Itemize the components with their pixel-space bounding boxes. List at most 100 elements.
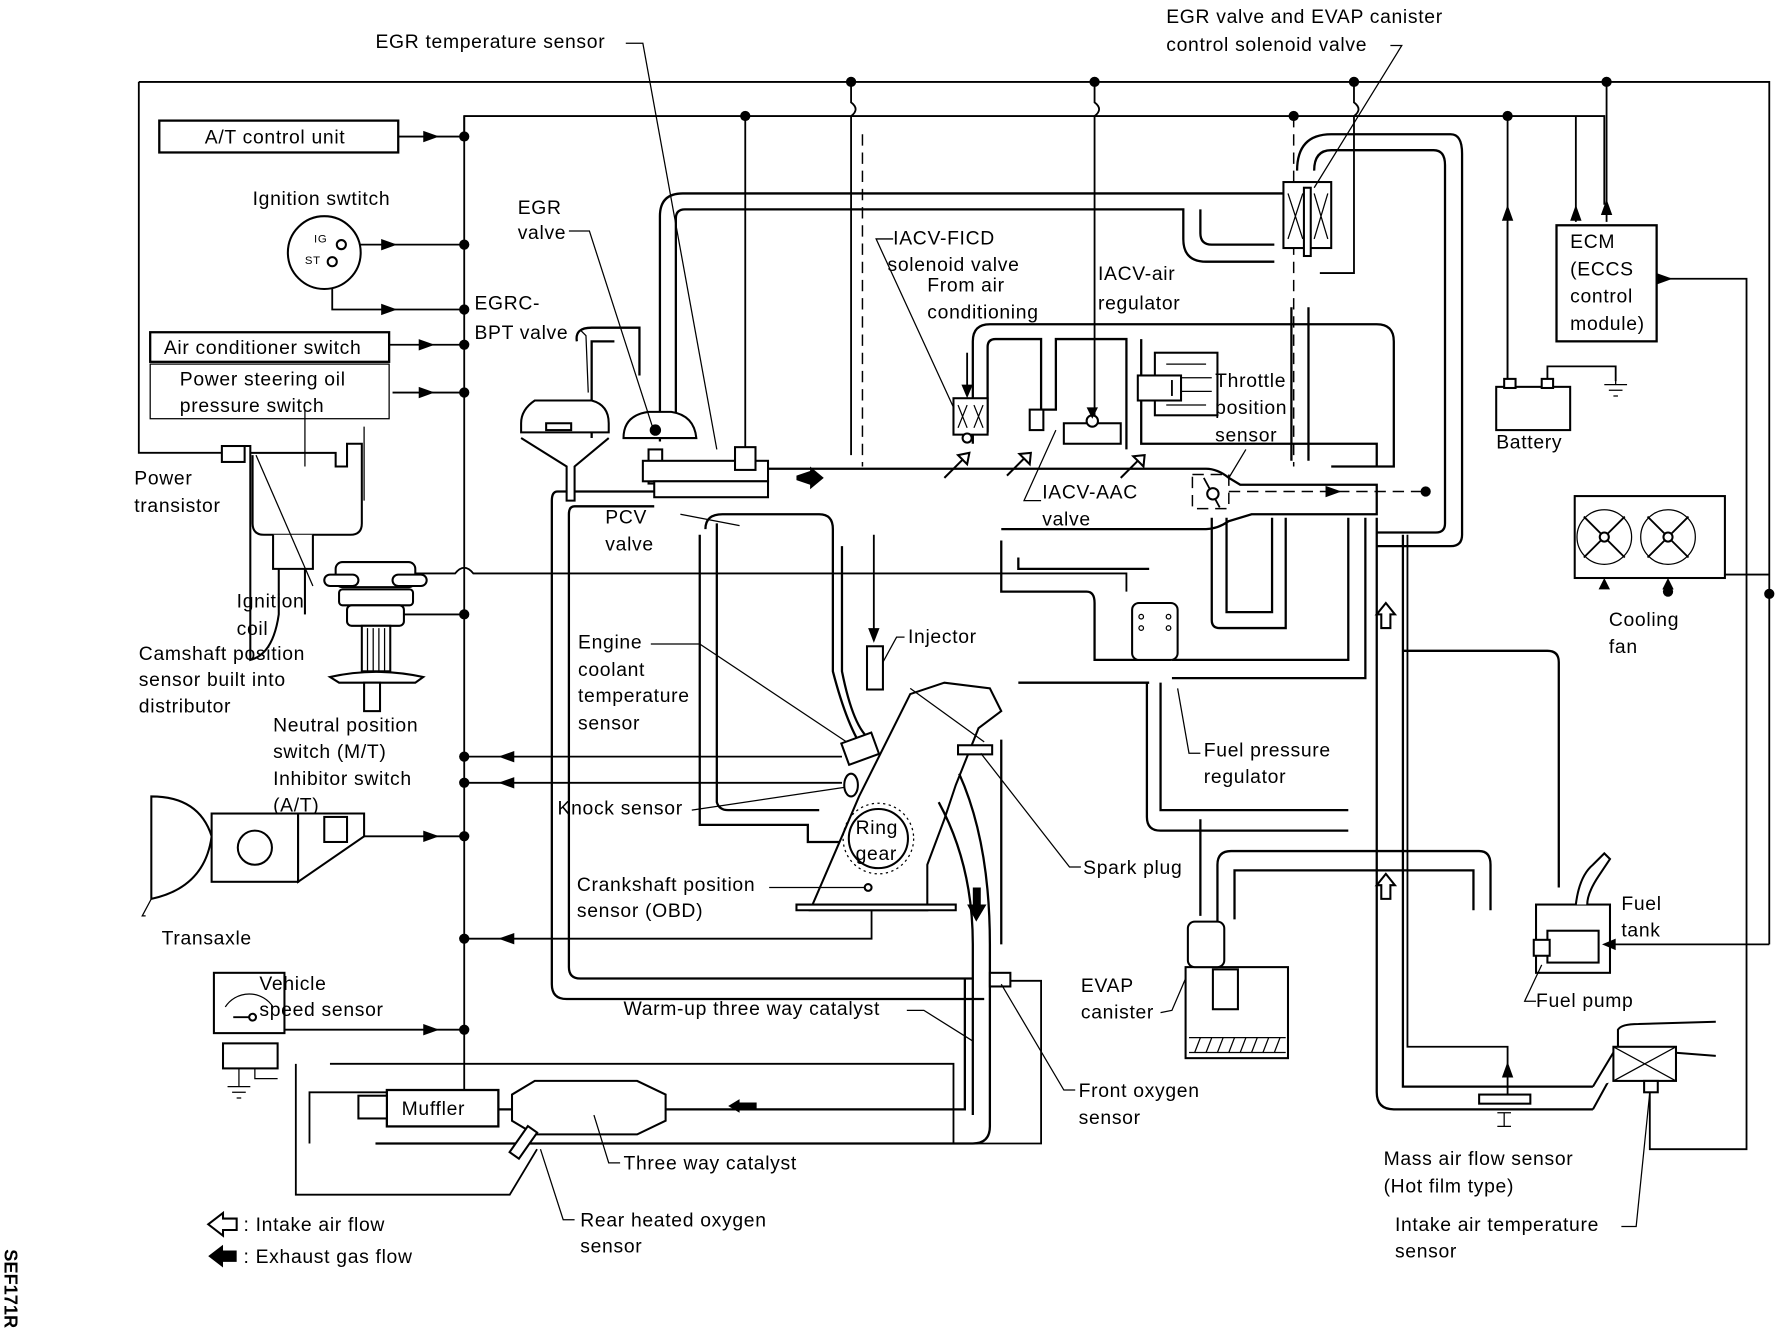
at-control-unit-label: A/T control unit bbox=[205, 126, 346, 148]
figure-code: SEF171R bbox=[1, 1249, 21, 1328]
air-conditioner-switch-box bbox=[149, 331, 391, 363]
egr-valve-icon bbox=[622, 410, 770, 499]
fuel-tank-label: Fuel bbox=[1621, 893, 1661, 915]
iacv-ficd-solenoid-valve-icon bbox=[952, 352, 989, 444]
ecm-box bbox=[1555, 224, 1658, 343]
air-cleaner-icon bbox=[1592, 1020, 1716, 1110]
iat-sensor-label: Intake air temperature bbox=[1395, 1214, 1599, 1236]
svg-text:valve: valve bbox=[1042, 509, 1091, 531]
svg-text:sensor: sensor bbox=[1079, 1107, 1141, 1129]
ecm-label: ECM bbox=[1570, 231, 1615, 253]
three-way-catalyst-icon bbox=[510, 1079, 667, 1136]
svg-text:(Hot film type): (Hot film type) bbox=[1384, 1175, 1515, 1197]
svg-text:tank: tank bbox=[1621, 919, 1660, 941]
evap-canister-label: EVAP bbox=[1081, 975, 1134, 997]
battery-label: Battery bbox=[1496, 431, 1562, 453]
svg-text:position: position bbox=[1215, 397, 1287, 419]
svg-text:sensor (OBD): sensor (OBD) bbox=[577, 900, 703, 922]
muffler-tailpipe bbox=[357, 1094, 388, 1120]
signal-arrows bbox=[381, 130, 1673, 1078]
transaxle-icon bbox=[141, 795, 366, 917]
rear-oxygen-sensor-icon bbox=[508, 1124, 539, 1161]
throttle-position-sensor-label: Throttle bbox=[1215, 370, 1286, 392]
legend-exhaust-gas-flow: : Exhaust gas flow bbox=[243, 1246, 412, 1268]
fuel-pump-icon bbox=[1532, 929, 1616, 964]
distributor-icon bbox=[323, 561, 428, 713]
svg-text:conditioning: conditioning bbox=[927, 302, 1038, 324]
legend: : Intake air flow : Exhaust gas flow bbox=[206, 1210, 412, 1268]
svg-text:valve: valve bbox=[605, 534, 654, 556]
evap-canister-icon bbox=[1184, 920, 1290, 1060]
egrc-bpt-valve-icon bbox=[520, 399, 610, 502]
rear-oxygen-sensor-label: Rear heated oxygen bbox=[580, 1210, 766, 1232]
svg-text:transistor: transistor bbox=[134, 495, 220, 517]
injector-label: Injector bbox=[908, 626, 977, 648]
wiring-harness bbox=[137, 81, 1771, 1196]
svg-text:IG: IG bbox=[314, 233, 327, 245]
iacv-aac-valve-label: IACV-AAC bbox=[1042, 481, 1138, 503]
ignition-coil-label: Ignition bbox=[237, 591, 305, 613]
from-air-conditioning-label: From air bbox=[927, 274, 1004, 296]
ect-sensor-icon bbox=[840, 731, 881, 767]
pcv-valve-label: PCV bbox=[605, 506, 647, 528]
muffler-box bbox=[385, 1088, 500, 1128]
svg-text:fan: fan bbox=[1609, 636, 1638, 658]
svg-text:temperature: temperature bbox=[578, 685, 690, 707]
ignition-switch-icon: IG ST bbox=[286, 215, 362, 291]
svg-text:module): module) bbox=[1570, 313, 1645, 335]
iacv-air-regulator-icon bbox=[1136, 351, 1219, 417]
svg-text:coolant: coolant bbox=[578, 659, 645, 681]
spark-plug-icon bbox=[957, 744, 994, 756]
fuel-lines bbox=[1000, 517, 1593, 1111]
svg-text:canister: canister bbox=[1081, 1001, 1154, 1023]
egr-temperature-sensor-label: EGR temperature sensor bbox=[375, 31, 605, 53]
ignition-switch-label: Ignition swtitch bbox=[253, 188, 391, 210]
svg-text:gear: gear bbox=[856, 843, 897, 865]
intake-flow-arrows bbox=[943, 451, 1398, 900]
iacv-aac-valve-icon bbox=[1028, 407, 1122, 445]
ring-gear-label: Ring bbox=[856, 817, 898, 839]
intake-pipes bbox=[550, 133, 1464, 1001]
wire-junctions bbox=[459, 76, 1775, 1035]
crankshaft-sensor-label: Crankshaft position bbox=[577, 874, 755, 896]
front-oxygen-sensor-label: Front oxygen bbox=[1079, 1080, 1200, 1102]
maf-sensor-icon bbox=[1478, 1093, 1532, 1128]
exhaust-flow-arrow-bottom bbox=[728, 1099, 757, 1113]
svg-text:valve: valve bbox=[518, 222, 567, 244]
svg-text:regulator: regulator bbox=[1098, 292, 1180, 314]
exhaust-pipes bbox=[375, 739, 1012, 1145]
egr-valve-label: EGR bbox=[518, 197, 562, 219]
svg-text:sensor: sensor bbox=[578, 712, 640, 734]
transaxle-label: Transaxle bbox=[162, 927, 252, 949]
engine-block-icon bbox=[698, 513, 1003, 912]
fuel-pressure-regulator-icon bbox=[1131, 602, 1179, 661]
svg-text:ST: ST bbox=[305, 255, 321, 267]
power-transistor-label: Power bbox=[134, 468, 192, 490]
cooling-fan-label: Cooling bbox=[1609, 609, 1679, 631]
svg-text:sensor: sensor bbox=[1395, 1240, 1457, 1262]
legend-intake-air-flow: : Intake air flow bbox=[243, 1214, 385, 1236]
knock-sensor-icon bbox=[843, 772, 859, 798]
at-control-unit-box bbox=[158, 119, 400, 154]
injector-icon bbox=[865, 534, 884, 691]
svg-text:BPT valve: BPT valve bbox=[474, 322, 568, 344]
svg-text:(ECCS: (ECCS bbox=[1570, 258, 1634, 280]
camshaft-sensor-label: Camshaft position bbox=[139, 643, 305, 665]
svg-text:(A/T): (A/T) bbox=[273, 794, 319, 816]
cooling-fan-icon bbox=[1573, 495, 1726, 590]
solid-arrow-left-icon bbox=[208, 1244, 237, 1268]
svg-text:speed sensor: speed sensor bbox=[259, 999, 383, 1021]
fuel-pump-label: Fuel pump bbox=[1536, 990, 1633, 1012]
svg-text:regulator: regulator bbox=[1204, 766, 1286, 788]
fuel-pressure-regulator-label: Fuel pressure bbox=[1204, 740, 1331, 762]
svg-text:Inhibitor switch: Inhibitor switch bbox=[273, 768, 412, 790]
vehicle-speed-sensor-icon bbox=[212, 971, 286, 1099]
svg-text:switch (M/T): switch (M/T) bbox=[273, 741, 386, 763]
iat-sensor-icon bbox=[1643, 1079, 1659, 1094]
svg-text:sensor: sensor bbox=[1215, 424, 1277, 446]
egr-evap-solenoid-valve-icon bbox=[1282, 181, 1333, 258]
throttle-position-sensor-icon bbox=[1191, 473, 1230, 510]
muffler-label: Muffler bbox=[402, 1098, 465, 1120]
egr-evap-solenoid-label: EGR valve and EVAP canister bbox=[1166, 6, 1443, 28]
